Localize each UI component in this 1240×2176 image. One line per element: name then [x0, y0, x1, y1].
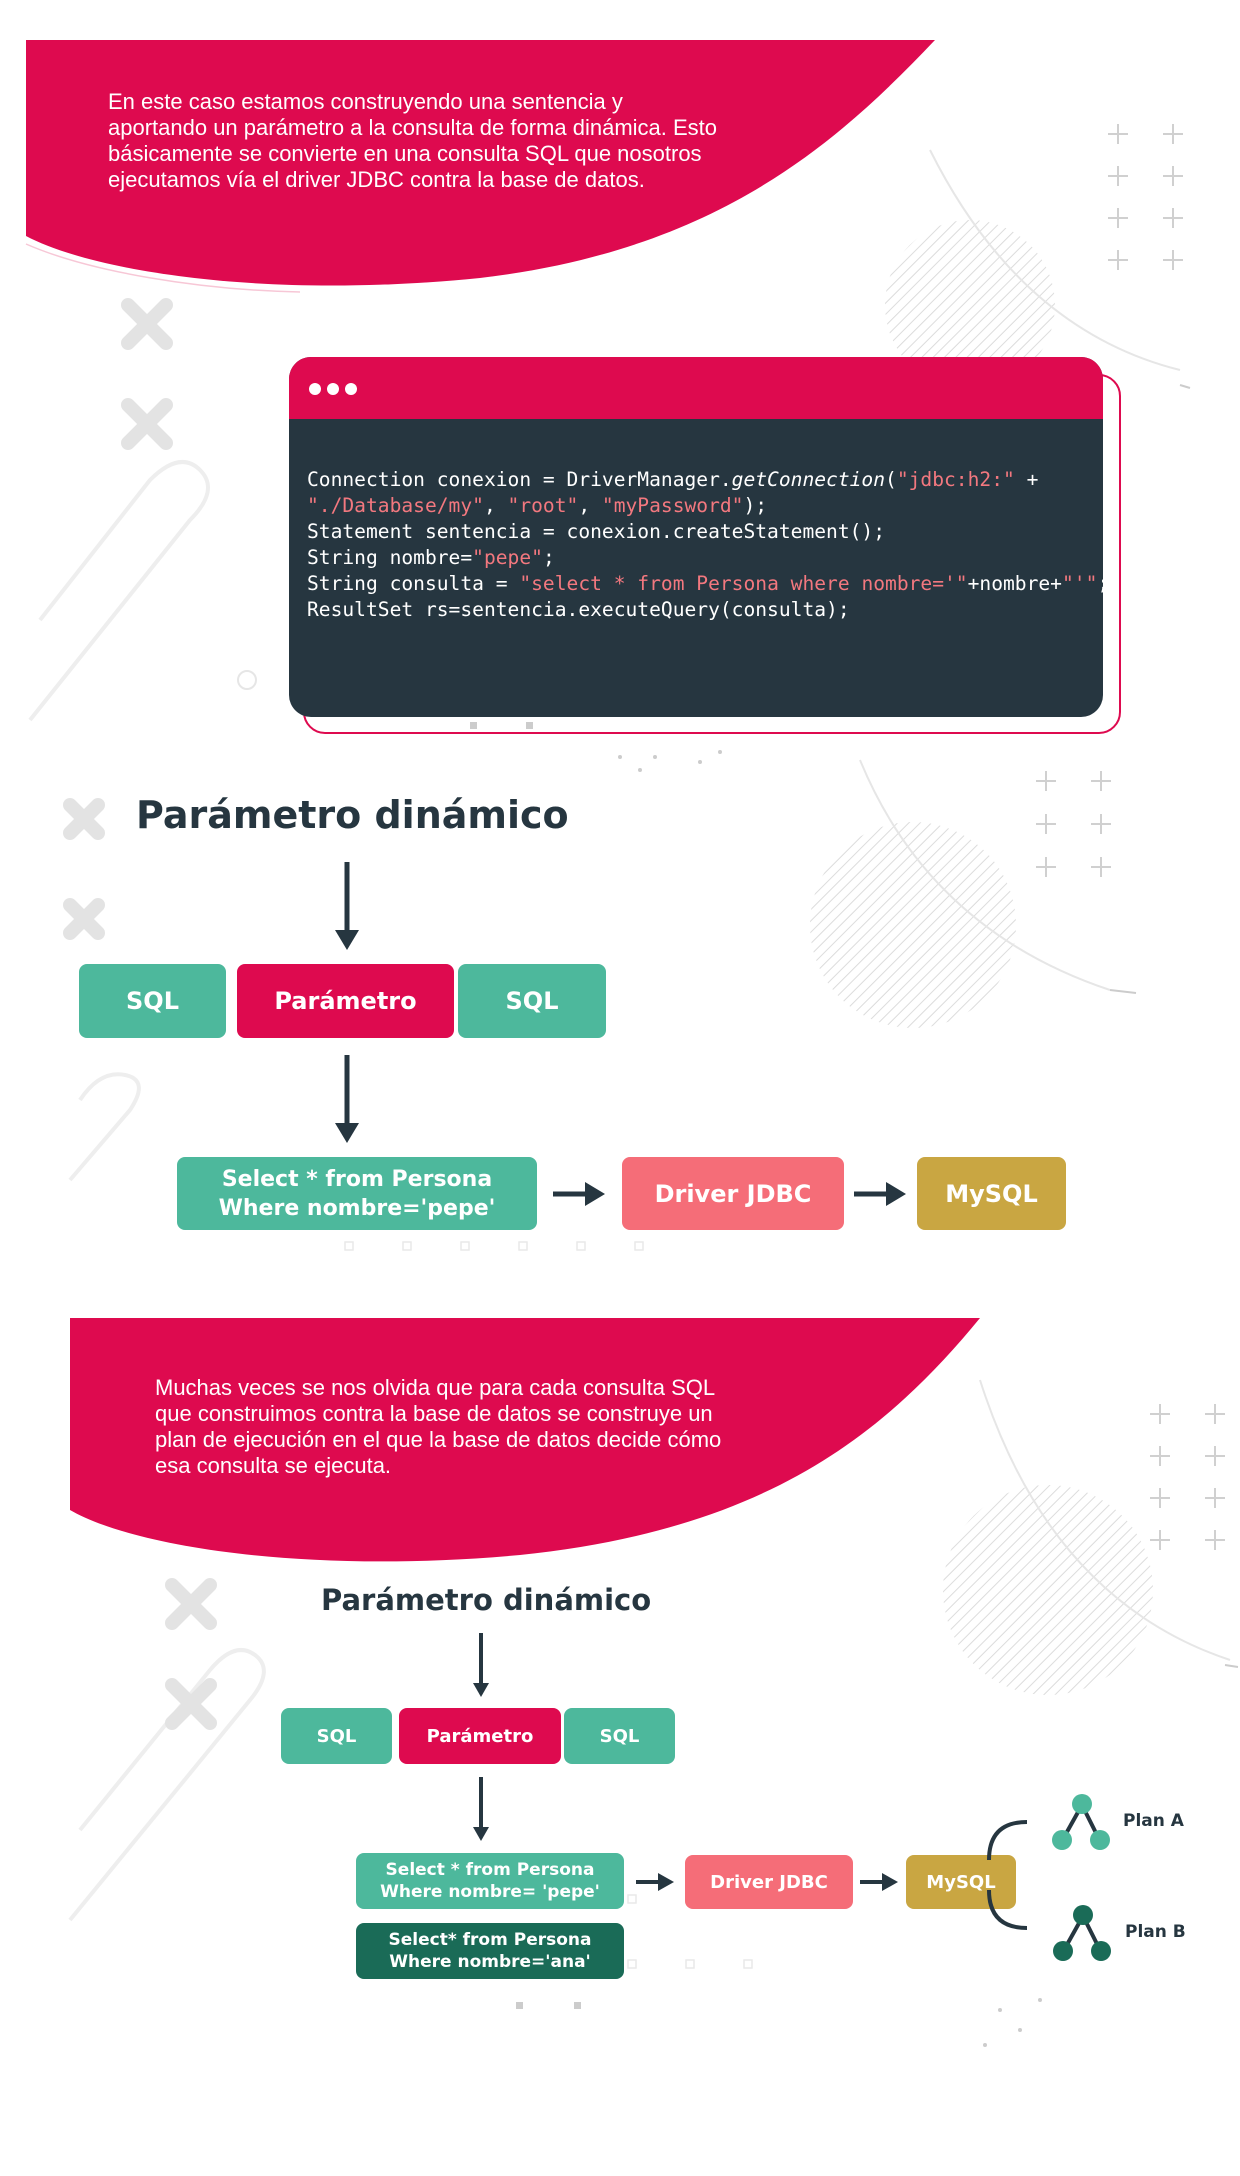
code-snippet: Connection conexion = DriverManager.getC…	[307, 467, 1103, 623]
plan-b-label: Plan B	[1125, 1922, 1186, 1942]
plan-line-2: que construimos contra la base de datos …	[155, 1401, 713, 1426]
query-pepe-block-2: Select * from Persona Where nombre= 'pep…	[356, 1853, 624, 1909]
parametro-block: Parámetro	[237, 964, 454, 1038]
window-dot-icon	[309, 383, 321, 395]
code-line-2: "./Database/my", "root", "myPassword");	[307, 494, 768, 517]
driver-jdbc-block-2: Driver JDBC	[685, 1855, 853, 1909]
window-dot-icon	[345, 383, 357, 395]
query-ana-line-1: Select* from Persona	[388, 1930, 592, 1950]
intro-line-1: En este caso estamos construyendo una se…	[108, 89, 623, 114]
query-line-1: Select * from Persona	[221, 1166, 493, 1192]
plan-branches	[987, 1820, 1028, 1930]
query-pepe-block: Select * from Persona Where nombre='pepe…	[177, 1157, 537, 1230]
code-line-4: String nombre="pepe";	[307, 546, 555, 569]
query-ana-line-2: Where nombre='ana'	[389, 1952, 591, 1972]
query-ana-block: Select* from Persona Where nombre='ana'	[356, 1923, 624, 1979]
query-pepe-line-2: Where nombre= 'pepe'	[380, 1882, 600, 1902]
plan-paragraph: Muchas veces se nos olvida que para cada…	[155, 1375, 721, 1479]
diagram1-title: Parámetro dinámico	[136, 793, 569, 837]
code-line-6: ResultSet rs=sentencia.executeQuery(cons…	[307, 598, 850, 621]
intro-line-2: aportando un parámetro a la consulta de …	[108, 115, 718, 140]
plan-line-3: plan de ejecución en el que la base de d…	[155, 1427, 722, 1452]
diagram2-title: Parámetro dinámico	[321, 1583, 652, 1617]
arrow-right-icon	[636, 1873, 674, 1891]
code-line-1: Connection conexion = DriverManager.getC…	[307, 468, 1039, 491]
sql-right-block-2: SQL	[564, 1708, 675, 1764]
plan-line-1: Muchas veces se nos olvida que para cada…	[155, 1375, 716, 1400]
mysql-block-2: MySQL	[906, 1855, 1016, 1909]
code-line-5: String consulta = "select * from Persona…	[307, 572, 1103, 595]
intro-paragraph: En este caso estamos construyendo una se…	[108, 89, 717, 193]
window-dot-icon	[327, 383, 339, 395]
plan-line-4: esa consulta se ejecuta.	[155, 1453, 392, 1478]
query-pepe-line-1: Select * from Persona	[385, 1860, 595, 1880]
arrow-right-icon	[553, 1182, 605, 1206]
plan-b-tree-icon	[1053, 1905, 1111, 1961]
intro-line-3: básicamente se convierte en una consulta…	[108, 141, 702, 166]
query-line-2: Where nombre='pepe'	[218, 1195, 496, 1221]
sql-right-block: SQL	[458, 964, 606, 1038]
code-window-titlebar	[289, 357, 1103, 419]
arrow-down-icon	[473, 1777, 489, 1841]
arrow-right-icon	[860, 1873, 898, 1891]
plan-a-tree-icon	[1052, 1794, 1110, 1850]
sql-left-block: SQL	[79, 964, 226, 1038]
code-window: Connection conexion = DriverManager.getC…	[289, 357, 1103, 717]
arrow-down-icon	[335, 1055, 359, 1143]
arrow-down-icon	[473, 1633, 489, 1697]
plan-a-label: Plan A	[1123, 1811, 1184, 1831]
parametro-block-2: Parámetro	[399, 1708, 561, 1764]
arrow-down-icon	[335, 862, 359, 950]
intro-line-4: ejecutamos vía el driver JDBC contra la …	[108, 167, 645, 192]
mysql-block: MySQL	[917, 1157, 1066, 1230]
arrow-right-icon	[854, 1182, 906, 1206]
driver-jdbc-block: Driver JDBC	[622, 1157, 844, 1230]
sql-left-block-2: SQL	[281, 1708, 392, 1764]
code-line-3: Statement sentencia = conexion.createSta…	[307, 520, 886, 543]
